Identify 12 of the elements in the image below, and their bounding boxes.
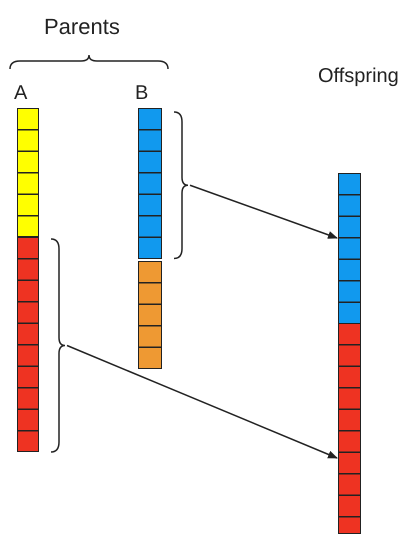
group-label: Parents [44, 16, 120, 38]
chromosome-segment [138, 261, 162, 368]
chromosome-segment [17, 108, 39, 237]
arrow [66, 344, 338, 459]
chromosome-segment [338, 173, 361, 324]
chromosome-segment [138, 108, 162, 258]
chromosome-label: Offspring [318, 66, 399, 86]
arrow [190, 184, 338, 239]
chromosome-segment [17, 237, 39, 452]
chromosome-label: B [135, 83, 148, 103]
chromosome-segment [338, 323, 361, 534]
chromosome-label: A [14, 83, 28, 103]
